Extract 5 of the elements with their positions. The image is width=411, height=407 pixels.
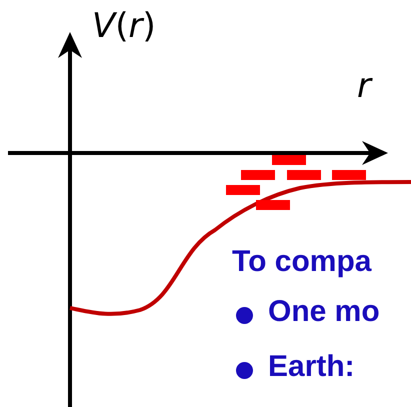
bullet-item: Earth: bbox=[268, 350, 355, 384]
axis-label: r bbox=[357, 66, 371, 106]
axis-label: V(r) bbox=[92, 6, 156, 46]
note-heading: To compa bbox=[232, 245, 372, 279]
bullet-item: One mo bbox=[268, 295, 380, 329]
